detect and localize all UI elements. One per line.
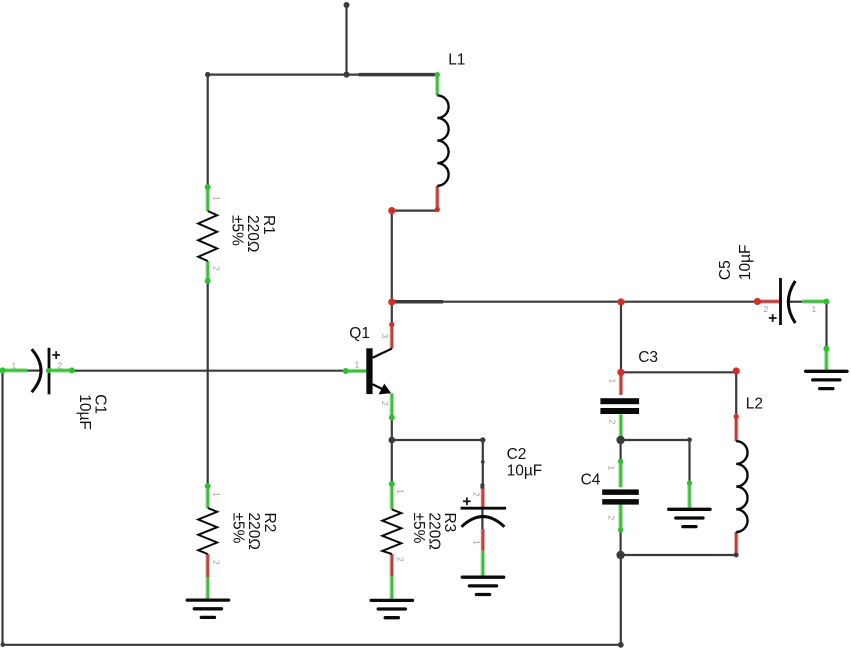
svg-text:1: 1 (212, 196, 222, 201)
svg-text:C5: C5 (717, 260, 734, 280)
svg-text:L2: L2 (746, 395, 763, 412)
svg-text:Q1: Q1 (349, 325, 370, 342)
svg-text:2: 2 (212, 266, 222, 271)
svg-text:220Ω: 220Ω (244, 215, 261, 252)
svg-text:±5%: ±5% (410, 513, 427, 544)
svg-text:3: 3 (380, 334, 390, 339)
svg-text:2: 2 (212, 560, 222, 565)
svg-text:1: 1 (12, 361, 17, 371)
svg-text:±5%: ±5% (230, 513, 247, 544)
svg-text:C1: C1 (92, 394, 109, 414)
svg-text:R1: R1 (260, 215, 277, 235)
svg-text:220Ω: 220Ω (426, 513, 443, 550)
svg-text:2: 2 (764, 304, 769, 314)
svg-text:R3: R3 (441, 513, 458, 533)
svg-text:220Ω: 220Ω (245, 513, 262, 550)
svg-text:1: 1 (812, 304, 817, 314)
svg-text:2: 2 (58, 361, 63, 371)
svg-text:2: 2 (380, 401, 390, 406)
svg-text:10µF: 10µF (76, 394, 93, 430)
svg-text:±5%: ±5% (229, 215, 246, 246)
svg-text:2: 2 (608, 420, 618, 425)
svg-text:C3: C3 (638, 349, 658, 366)
svg-text:10µF: 10µF (507, 462, 543, 479)
svg-text:2: 2 (396, 557, 406, 562)
svg-text:1: 1 (607, 466, 617, 471)
svg-text:1: 1 (212, 492, 222, 497)
svg-text:2: 2 (472, 492, 482, 497)
svg-text:1: 1 (355, 360, 360, 370)
svg-text:1: 1 (472, 540, 482, 545)
svg-text:1: 1 (608, 379, 618, 384)
svg-text:L1: L1 (448, 52, 465, 69)
svg-text:1: 1 (396, 489, 406, 494)
svg-text:C2: C2 (507, 446, 527, 463)
svg-text:R2: R2 (261, 513, 278, 533)
svg-text:C4: C4 (581, 472, 601, 489)
svg-text:10µF: 10µF (737, 244, 754, 280)
svg-text:2: 2 (607, 516, 617, 521)
